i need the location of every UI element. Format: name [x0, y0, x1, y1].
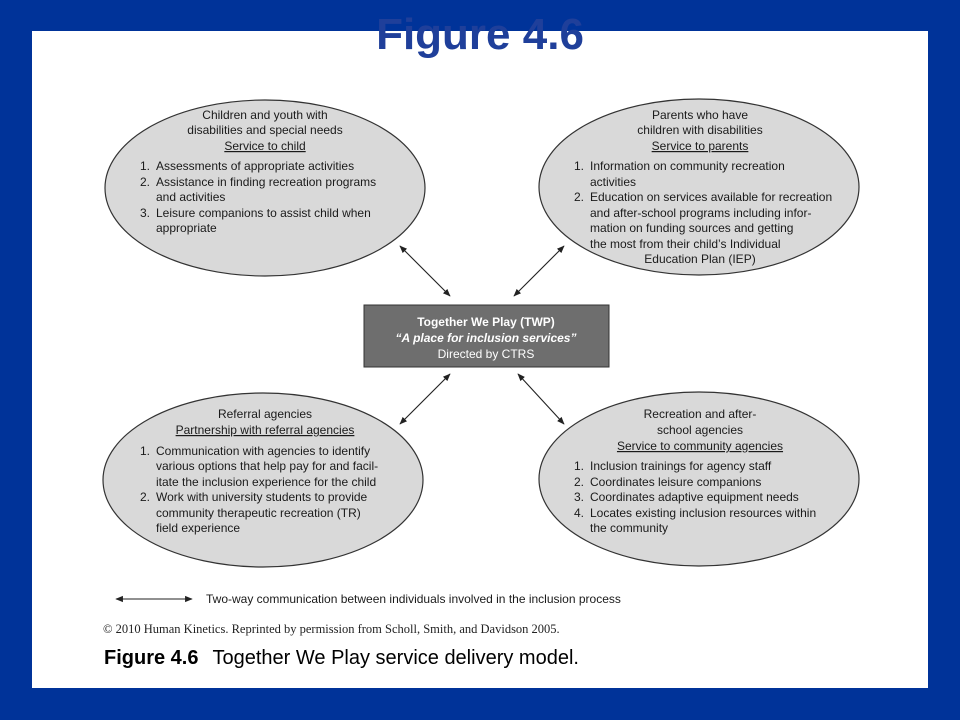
referral-item-1-line-2: various options that help pay for and fa…: [156, 459, 378, 473]
children-heading-2: disabilities and special needs: [187, 123, 342, 137]
parents-item-1-num: 1.: [574, 159, 584, 173]
recreation-item-3-num: 3.: [574, 490, 584, 504]
center-tagline: “A place for inclusion services”: [396, 331, 577, 345]
caption-label: Figure 4.6: [104, 647, 199, 669]
node-children-ellipse: [104, 99, 426, 277]
recreation-item-2-num: 2.: [574, 475, 584, 489]
connector-parents-center: [513, 245, 565, 297]
children-role: Service to child: [224, 139, 305, 153]
node-recreation-ellipse: [538, 391, 860, 567]
children-item-1-line-1: Assessments of appropriate activities: [156, 159, 354, 173]
referral-item-2-num: 2.: [140, 490, 150, 504]
referral-item-2-line-3: field experience: [156, 521, 240, 535]
recreation-heading-1: Recreation and after-: [644, 407, 757, 421]
center-director: Directed by CTRS: [438, 347, 535, 361]
parents-item-2-line-3: mation on funding sources and getting: [590, 221, 793, 235]
node-referral-ellipse: [102, 392, 424, 568]
center-box: [363, 304, 610, 368]
parents-item-2-tail: Education Plan (IEP): [644, 252, 755, 266]
parents-item-1-line-2: activities: [590, 175, 636, 189]
parents-heading-2: children with disabilities: [637, 123, 762, 137]
node-parents-ellipse: [538, 98, 860, 276]
parents-item-2-line-2: and after-school programs including info…: [590, 206, 811, 220]
parents-item-2-line-1: Education on services available for recr…: [590, 190, 832, 204]
parents-item-2-line-4: the most from their child’s Individual: [590, 237, 781, 251]
legend-text: Two-way communication between individual…: [206, 592, 621, 606]
connector-referral-center: [399, 373, 451, 425]
children-item-1-num: 1.: [140, 159, 150, 173]
caption-text: Together We Play service delivery model.: [212, 647, 579, 669]
connector-children-center: [399, 245, 451, 297]
center-title: Together We Play (TWP): [417, 315, 555, 329]
figure-caption: Figure 4.6 Together We Play service deliv…: [104, 647, 579, 670]
referral-item-2-line-1: Work with university students to provide: [156, 490, 368, 504]
recreation-role: Service to community agencies: [617, 439, 783, 453]
parents-role: Service to parents: [652, 139, 749, 153]
recreation-item-1-num: 1.: [574, 459, 584, 473]
recreation-item-1-line-1: Inclusion trainings for agency staff: [590, 459, 772, 473]
referral-item-1-line-3: itate the inclusion experience for the c…: [156, 475, 376, 489]
slide-title: Figure 4.6: [376, 10, 584, 59]
referral-heading-1: Referral agencies: [218, 407, 312, 421]
recreation-item-4-line-1: Locates existing inclusion resources wit…: [590, 506, 816, 520]
children-item-2-num: 2.: [140, 175, 150, 189]
children-item-3-line-1: Leisure companions to assist child when: [156, 206, 371, 220]
connector-recreation-center: [517, 373, 565, 425]
recreation-item-3-line-1: Coordinates adaptive equipment needs: [590, 490, 799, 504]
parents-item-1-line-1: Information on community recreation: [590, 159, 785, 173]
copyright-credit: © 2010 Human Kinetics. Reprinted by perm…: [103, 622, 560, 636]
children-item-3-line-2: appropriate: [156, 221, 217, 235]
recreation-item-4-line-2: the community: [590, 521, 668, 535]
children-item-3-num: 3.: [140, 206, 150, 220]
referral-item-2-line-2: community therapeutic recreation (TR): [156, 506, 361, 520]
recreation-item-4-num: 4.: [574, 506, 584, 520]
children-heading-1: Children and youth with: [202, 108, 327, 122]
children-item-2-line-1: Assistance in finding recreation program…: [156, 175, 376, 189]
referral-item-1-num: 1.: [140, 444, 150, 458]
referral-item-1-line-1: Communication with agencies to identify: [156, 444, 370, 458]
children-item-2-line-2: and activities: [156, 190, 225, 204]
recreation-heading-2: school agencies: [657, 423, 743, 437]
referral-role: Partnership with referral agencies: [176, 423, 355, 437]
recreation-item-2-line-1: Coordinates leisure companions: [590, 475, 761, 489]
parents-heading-1: Parents who have: [652, 108, 748, 122]
parents-item-2-num: 2.: [574, 190, 584, 204]
